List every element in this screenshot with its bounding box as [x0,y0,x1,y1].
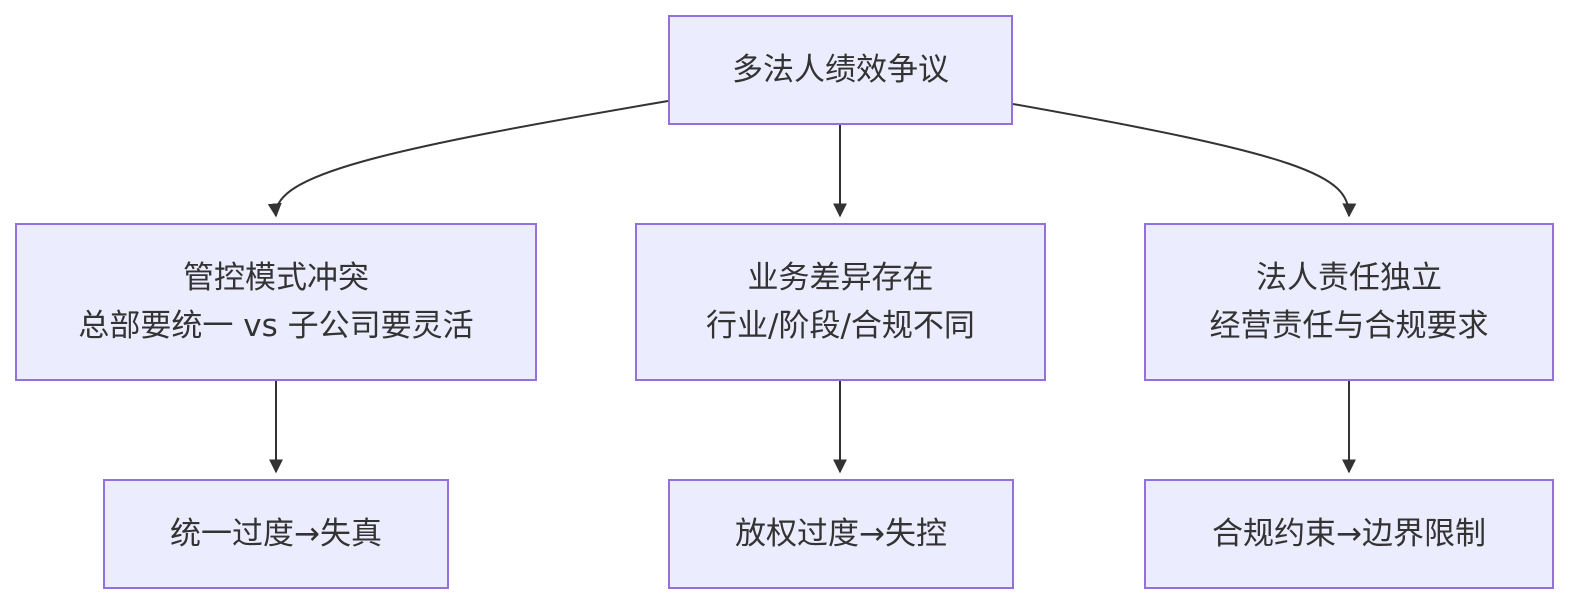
node-legal-responsibility: 法人责任独立 经营责任与合规要求 [1144,223,1554,381]
node-compliance-constraint: 合规约束→边界限制 [1144,479,1554,589]
node-over-delegation-label: 放权过度→失控 [735,516,947,552]
node-business-difference-detail: 行业/阶段/合规不同 [706,308,975,344]
node-control-mode-conflict: 管控模式冲突 总部要统一 vs 子公司要灵活 [15,223,537,381]
node-compliance-constraint-label: 合规约束→边界限制 [1212,516,1486,552]
node-over-unification: 统一过度→失真 [103,479,449,589]
edge-root-to-control-conflict [267,100,669,218]
node-control-mode-conflict-title: 管控模式冲突 [183,260,369,296]
root-node-multi-entity-dispute: 多法人绩效争议 [668,15,1013,125]
node-business-difference-title: 业务差异存在 [747,260,934,296]
node-over-delegation: 放权过度→失控 [668,479,1014,589]
edge-root-to-legal-responsibility [1012,103,1357,218]
node-legal-responsibility-detail: 经营责任与合规要求 [1209,308,1489,344]
node-legal-responsibility-title: 法人责任独立 [1256,260,1442,296]
node-over-unification-label: 统一过度→失真 [170,516,382,552]
root-node-label: 多法人绩效争议 [732,52,949,88]
node-business-difference: 业务差异存在 行业/阶段/合规不同 [635,223,1046,381]
node-control-mode-conflict-detail: 总部要统一 vs 子公司要灵活 [78,308,474,344]
